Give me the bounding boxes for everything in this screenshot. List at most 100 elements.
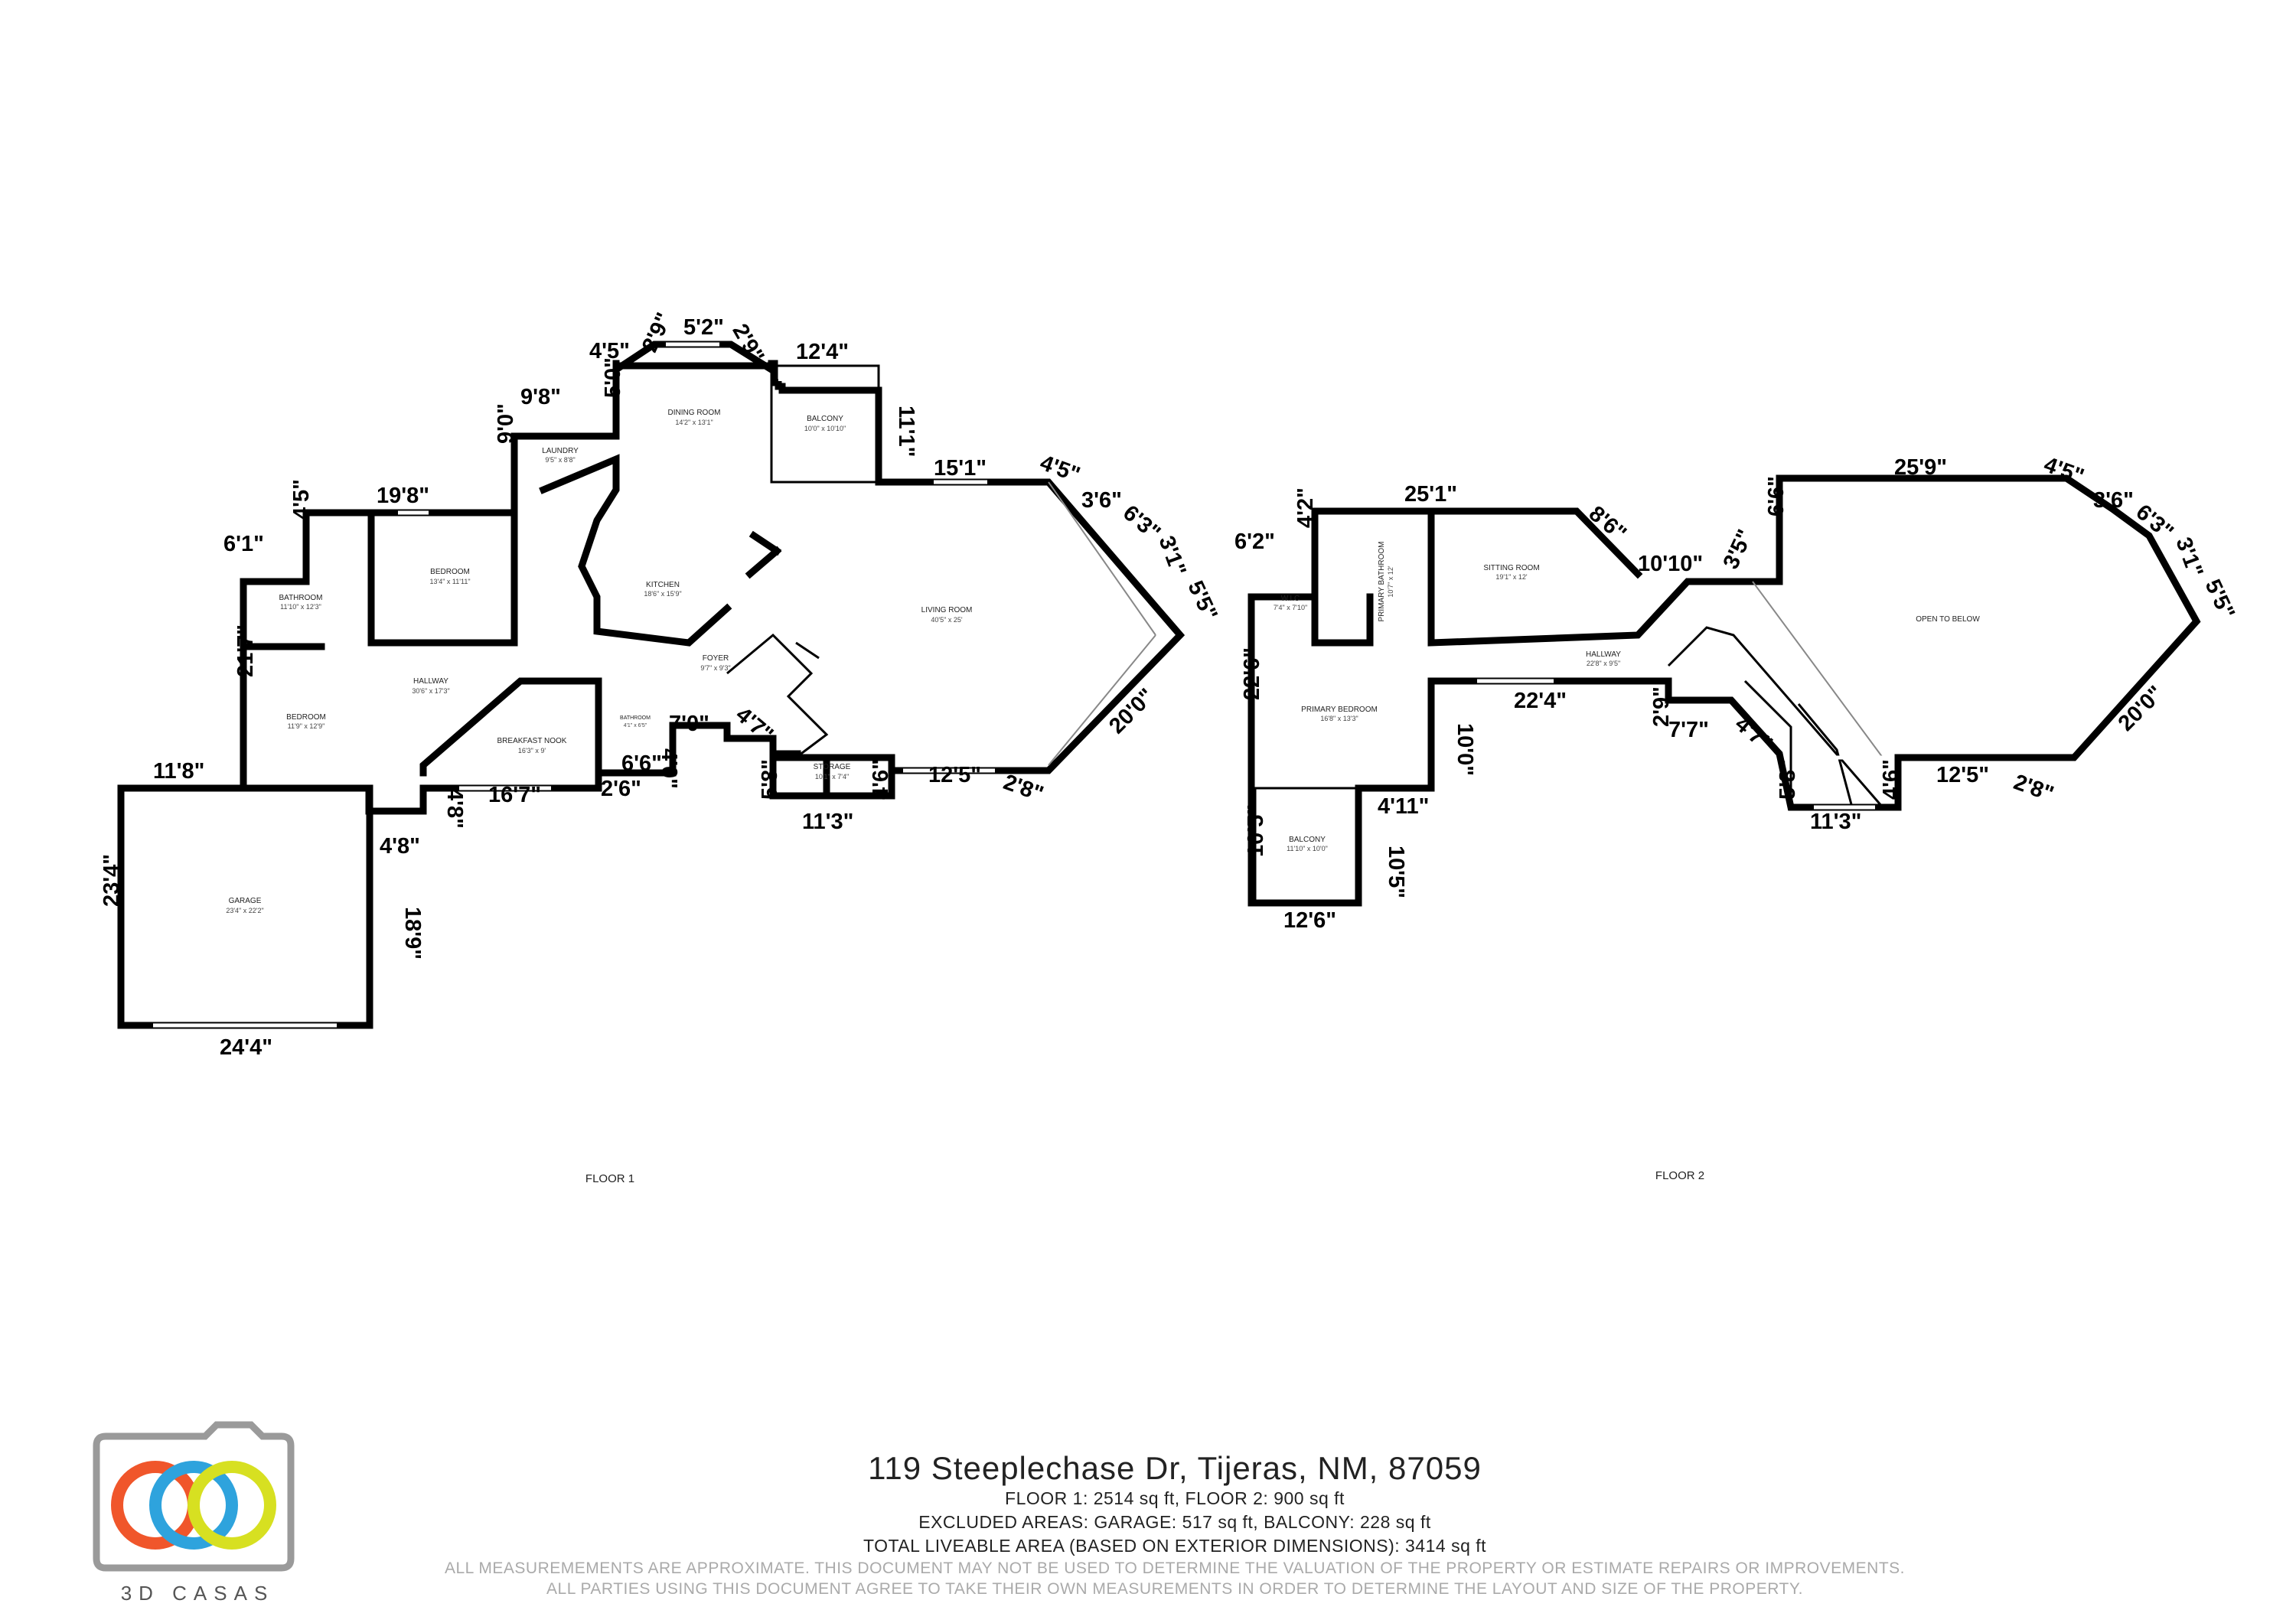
- dimension-label: 10'5": [1384, 846, 1408, 898]
- dimension-label: 5'5": [1182, 577, 1221, 624]
- room-name: GARAGE: [229, 897, 262, 905]
- dimension-label: 4'5": [589, 339, 630, 363]
- yellow-ring-icon: [188, 1461, 276, 1550]
- property-address: 119 Steeplechase Dr, Tijeras, NM, 87059: [868, 1450, 1482, 1486]
- dimension-label: 12'5": [928, 763, 981, 787]
- dimension-label: 3'1": [1154, 533, 1191, 579]
- dimension-label: 16'7": [488, 783, 541, 807]
- room-name: KITCHEN: [646, 581, 680, 589]
- room-size: 4'1" x 6'5": [624, 723, 647, 728]
- dimension-label: 25'9": [1894, 455, 1947, 480]
- dimension-label: 10'10": [1638, 552, 1703, 576]
- floor-1-bath-wall: [240, 509, 375, 650]
- dimension-label: 12'4": [796, 340, 849, 364]
- excluded-areas: EXCLUDED AREAS: GARAGE: 517 sq ft, BALCO…: [918, 1512, 1431, 1532]
- dimension-label: 5'2": [683, 315, 724, 340]
- room-size: 10'1" x 7'4": [815, 773, 849, 781]
- floor-2-plan: W.I.C 7'4" x 7'10" PRIMARY BATHROOM 10'7…: [1234, 452, 2239, 1182]
- dimension-label: 11'1": [894, 406, 918, 457]
- dimension-label: 6'6": [621, 751, 662, 776]
- dimension-label: 2'9": [1649, 686, 1674, 727]
- floor-2-wic-wall: [1311, 593, 1374, 647]
- floor-1-dimensions: 4'5" 2'9" 5'2" 2'9" 12'4" 5'0" 9'8" 11'1…: [99, 309, 1222, 1060]
- dimension-label: 3'5": [1719, 526, 1758, 572]
- room-size: 10'7" x 12': [1387, 565, 1394, 597]
- room-size: 10'0" x 10'10": [804, 425, 846, 432]
- room-size: 11'9" x 12'9": [288, 722, 325, 730]
- dimension-label: 5'0": [601, 357, 625, 398]
- dimension-label: 25'1": [1404, 482, 1457, 507]
- room-name: BEDROOM: [430, 568, 470, 576]
- dimension-label: 23'4": [99, 854, 124, 907]
- floor-1-north-wall: [510, 360, 620, 517]
- dimension-label: 20'0": [1104, 684, 1159, 738]
- floor-2-room-labels: W.I.C 7'4" x 7'10" PRIMARY BATHROOM 10'7…: [1274, 541, 1981, 852]
- dimension-label: 7'7": [1668, 718, 1709, 742]
- dimension-label: 5'5": [2200, 575, 2239, 622]
- dimension-label: 5'8": [1776, 759, 1800, 800]
- dimension-label: 6'6": [1764, 476, 1789, 517]
- dimension-label: 9'0": [494, 403, 518, 444]
- room-name: FOYER: [703, 654, 729, 663]
- room-name: PRIMARY BATHROOM: [1378, 541, 1386, 621]
- floor-2-stair-rail: [1667, 626, 1884, 808]
- floor-2-outer-wall: [1247, 474, 2201, 907]
- room-size: 30'6" x 17'3": [412, 687, 449, 695]
- floor-1-label: FLOOR 1: [585, 1172, 634, 1185]
- room-name: BATHROOM: [279, 594, 322, 602]
- company-logo: [93, 1421, 295, 1572]
- room-name: BALCONY: [807, 415, 843, 423]
- room-size: 18'6" x 15'9": [644, 590, 681, 598]
- room-size: 16'8" x 13'3": [1320, 715, 1358, 722]
- dimension-label: 2'6": [601, 777, 641, 801]
- room-size: 19'1" x 12': [1495, 573, 1527, 581]
- room-size: 7'4" x 7'10": [1274, 604, 1307, 611]
- dimension-label: 15'1": [934, 456, 987, 481]
- room-name: DINING ROOM: [668, 409, 721, 417]
- room-name: STORAGE: [814, 763, 851, 771]
- dimension-label: 4'11": [1378, 794, 1429, 819]
- room-name: HALLWAY: [1586, 650, 1621, 659]
- floor-2-bath-wall: [1247, 507, 1435, 647]
- room-name: SITTING ROOM: [1483, 564, 1539, 572]
- dimension-label: 3'6": [1081, 488, 1122, 513]
- dimension-label: 4'8": [380, 834, 420, 859]
- dimension-label: 2'8": [2011, 770, 2057, 807]
- room-size: 40'5" x 25': [931, 616, 962, 624]
- floor-1-nook-wall: [419, 677, 602, 777]
- dimension-label: 4'6": [869, 759, 893, 800]
- dimension-label: 4'6": [1879, 759, 1903, 800]
- dimension-label: 22'6": [1240, 647, 1264, 700]
- blue-ring-icon: [149, 1461, 238, 1550]
- dimension-label: 5'8": [758, 759, 782, 800]
- room-name: PRIMARY BEDROOM: [1301, 706, 1378, 714]
- floor-2-open-line: [1752, 581, 1883, 758]
- dimension-label: 11'3": [1810, 810, 1861, 834]
- dimension-label: 3'6": [2093, 488, 2134, 513]
- total-area: TOTAL LIVEABLE AREA (BASED ON EXTERIOR D…: [863, 1536, 1487, 1556]
- floor-1-stairs: [726, 633, 829, 759]
- floor-2-dimensions: 25'1" 4'2" 6'2" 8'6" 6'6" 25'9" 4'5" 3'6…: [1234, 452, 2239, 933]
- dimension-label: 12'6": [1283, 908, 1336, 933]
- room-size: 9'7" x 9'3": [700, 664, 730, 672]
- room-size: 9'5" x 8'8": [545, 456, 575, 464]
- dimension-label: 2'8": [1000, 770, 1047, 807]
- dimension-label: 6'1": [223, 532, 264, 556]
- room-size: 22'8" x 9'5": [1587, 660, 1620, 667]
- dimension-label: 4'7": [1730, 712, 1777, 757]
- dimension-label: 22'4": [1514, 689, 1567, 713]
- floor-1-outer-wall: [117, 360, 1186, 1029]
- dimension-label: 10'0": [1453, 723, 1477, 776]
- room-size: 11'10" x 10'0": [1287, 845, 1328, 852]
- dimension-label: 4'0": [657, 748, 681, 789]
- dimension-label: 12'5": [1936, 763, 1989, 787]
- room-size: 14'2" x 13'1": [675, 419, 713, 426]
- dimension-label: 11'8": [153, 759, 204, 784]
- dimension-label: 4'5": [289, 479, 314, 520]
- dimension-label: 4'2": [1293, 487, 1318, 528]
- dimension-label: 24'4": [220, 1035, 272, 1060]
- dimension-label: 18'9": [400, 907, 425, 960]
- room-size: 11'10" x 12'3": [280, 603, 321, 611]
- dimension-label: 2'9": [638, 309, 677, 356]
